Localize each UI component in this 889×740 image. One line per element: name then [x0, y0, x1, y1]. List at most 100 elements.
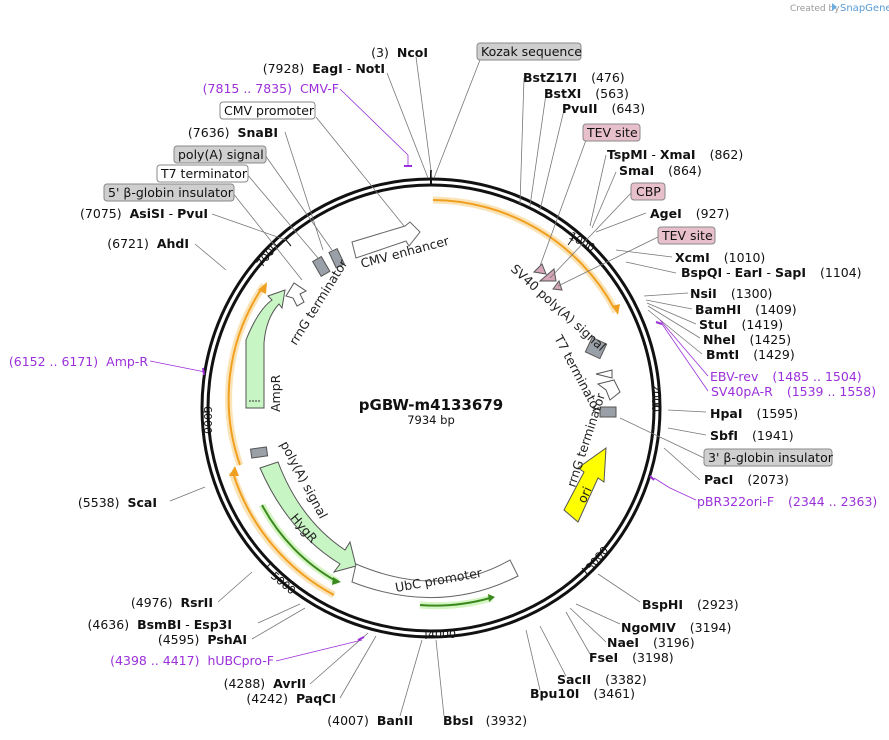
primer-sv40par: SV40pA-R(1539 .. 1558)	[711, 384, 876, 399]
leader-bamhi	[645, 299, 693, 310]
ubc-orf-arrowhead	[488, 594, 495, 602]
leader-sv40par	[661, 323, 709, 392]
leader-ampr-primer	[149, 360, 206, 373]
site-tspmi-pos: (862)	[710, 147, 744, 162]
site-xcmi-pos: (1010)	[724, 250, 766, 265]
primer-ampr-name: Amp-R	[106, 354, 148, 369]
primer-hubcf: (4398 .. 4417)hUBCpro-F	[110, 653, 274, 668]
box-tev-2-text: TEV site	[661, 228, 713, 243]
leader-hubcf	[275, 639, 363, 662]
site-bamhi-pos: (1409)	[755, 302, 797, 317]
box-betaglobin-5: 5' β-globin insulator	[103, 183, 235, 202]
primer-hubcf-name: hUBCpro-F	[207, 653, 274, 668]
site-agei: AgeI(927)	[650, 206, 729, 221]
site-bsphi: BspHI(2923)	[642, 597, 739, 612]
leader-scai	[169, 486, 206, 502]
box-cbp: CBP	[630, 182, 666, 201]
site-scai: (5538) ScaI	[78, 495, 157, 510]
site-pvui-name: PvuI	[177, 206, 208, 221]
leader-bbsi	[435, 639, 445, 717]
site-bspqi-pos: (1104)	[820, 265, 862, 280]
leader-polya	[264, 154, 333, 251]
leader-stui	[646, 302, 697, 325]
site-ncoi-name: NcoI	[397, 45, 428, 60]
site-ncoi: (3) NcoI	[371, 45, 428, 60]
leader-ncoi	[415, 56, 433, 179]
site-bsmbi-pos: (4636)	[88, 617, 130, 632]
label-ampr: AmpR	[268, 374, 283, 412]
site-smai-name: SmaI	[619, 163, 654, 178]
site-bbsi: BbsI(3932)	[443, 713, 527, 728]
leader-banii	[399, 639, 423, 717]
site-naei-pos: (3196)	[653, 635, 695, 650]
site-naei-name: NaeI	[607, 635, 639, 650]
box-kozak-bg	[476, 42, 582, 61]
site-eari-sep: -	[762, 265, 774, 280]
site-nhei-name: NheI	[703, 332, 736, 347]
site-bsmbi-esp3i: (4636)BsmBI - Esp3I	[88, 617, 233, 632]
leader-pbr322	[653, 477, 697, 501]
primer-ebvrev-name: EBV-rev	[710, 369, 759, 384]
leader-ahdi	[194, 243, 227, 271]
site-paci: PacI(2073)	[704, 472, 789, 487]
orf-arc-left	[227, 287, 263, 466]
site-smai-pos: (864)	[668, 163, 702, 178]
site-rsrii-name: RsrII	[180, 595, 213, 610]
orf-arrowhead-left	[258, 282, 267, 294]
site-snabi: (7636)SnaBI	[188, 125, 278, 140]
box-cbp-text: CBP	[636, 184, 661, 199]
site-fsei-name: FseI	[589, 650, 618, 665]
polya-block-left	[249, 446, 269, 459]
leader-cmvf	[339, 88, 409, 166]
leader-pvuii	[539, 109, 565, 211]
site-naei: NaeI (3196)	[607, 635, 695, 650]
site-scai-name: ScaI	[128, 495, 158, 510]
tick-1000	[567, 237, 574, 246]
site-bspqi-name: BspQI	[681, 265, 722, 280]
credit-text: Created by	[790, 4, 840, 14]
box-betaglobin-5-text: 5' β-globin insulator	[108, 185, 234, 200]
orf-arrowhead-bottomleft	[229, 466, 239, 476]
site-bamhi: BamHI(1409)	[695, 302, 797, 317]
site-rsrii-pos: (4976)	[131, 595, 173, 610]
site-snabi-name: SnaBI	[237, 125, 278, 140]
orf-arc-top	[432, 199, 615, 309]
ampr-feature	[245, 289, 286, 409]
leader-asisi	[211, 213, 287, 241]
box-tev-1-text: TEV site	[586, 125, 638, 140]
primer-cmvf-range: (7815 .. 7835)	[203, 81, 292, 96]
leader-xcmi	[615, 249, 673, 258]
box-tev-1: TEV site	[582, 123, 641, 142]
site-ahdi-pos: (6721)	[107, 236, 149, 251]
site-pshai-pos: (4595)	[158, 632, 200, 647]
ubc-orf-arc	[419, 597, 491, 607]
site-smai: SmaI (864)	[619, 163, 702, 178]
leader-naei	[569, 607, 607, 643]
tick-label-6000: 6000	[201, 406, 214, 434]
site-ncoi-pos: (3)	[371, 45, 389, 60]
site-paqci: (4242)PaqCI	[246, 691, 336, 706]
leader-smai	[591, 171, 617, 229]
leader-t7	[245, 172, 319, 259]
leader-rsrii	[217, 571, 253, 603]
site-ngomiv-pos: (3194)	[690, 620, 732, 635]
site-bmti: BmtI(1429)	[706, 347, 795, 362]
leader-betaglobin5	[231, 191, 303, 281]
site-stui-name: StuI	[699, 317, 728, 332]
leader-ngomiv	[575, 603, 621, 625]
site-xcmi: XcmI(1010)	[675, 250, 765, 265]
site-nhei-pos: (1425)	[750, 332, 792, 347]
site-scai-pos: (5538)	[78, 495, 120, 510]
site-bmti-pos: (1429)	[753, 347, 795, 362]
label-ori: ori	[574, 484, 594, 505]
leader-bpu10i	[525, 629, 541, 691]
site-avrii: (4288)AvrII	[224, 676, 306, 691]
site-hpai: HpaI(1595)	[710, 406, 798, 421]
orf-arc-bottomleft	[233, 475, 335, 596]
site-bstz17i-name: BstZ17I	[523, 70, 577, 85]
primer-mark-hubcf	[357, 636, 365, 641]
site-bsphi-pos: (2923)	[697, 597, 739, 612]
leader-lines	[169, 56, 707, 717]
site-bspqi-sep: -	[722, 265, 734, 280]
box-betaglobin-5-bg	[103, 183, 235, 202]
